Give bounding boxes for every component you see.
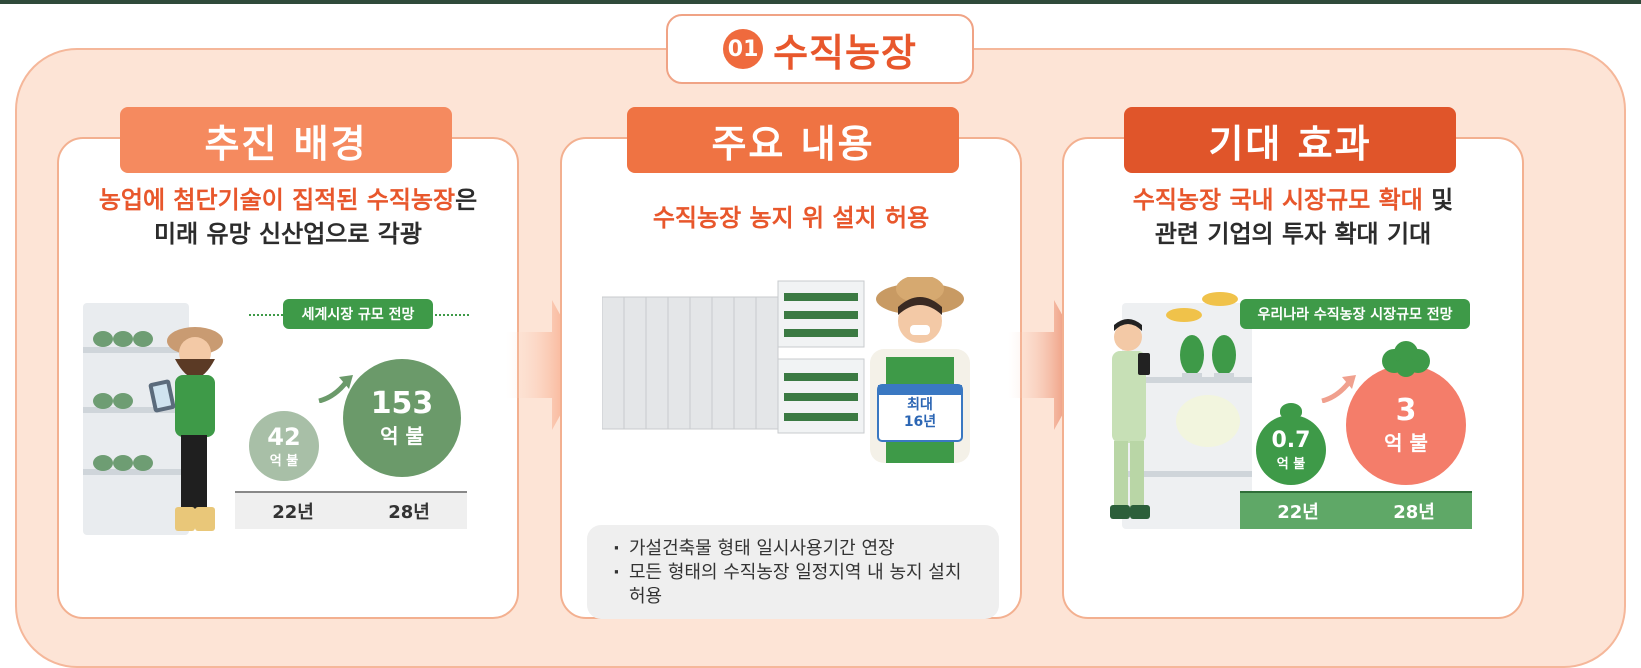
top-strip — [0, 0, 1641, 4]
background-year-bar: 22년 28년 — [235, 491, 467, 529]
background-headline-suffix: 은 — [455, 186, 478, 214]
growth-arrow-icon — [1321, 375, 1356, 403]
background-headline-highlight: 농업에 첨단기술이 집적된 수직농장 — [98, 186, 456, 214]
content-headline: 수직농장 농지 위 설치 허용 — [652, 204, 930, 232]
effect-headline-line2: 관련 기업의 투자 확대 기대 — [1154, 220, 1432, 248]
effect-year-bar: 22년 28년 — [1240, 491, 1472, 529]
background-headline-line2: 미래 유망 신산업으로 각광 — [154, 220, 422, 248]
sign-line1: 최대 — [907, 397, 933, 413]
bullet-item: 모든 형태의 수직농장 일정지역 내 농지 설치 허용 — [613, 561, 979, 609]
title-number-badge: 01 — [723, 29, 764, 69]
value-large: 153 — [370, 385, 434, 421]
year-22: 22년 — [272, 502, 314, 523]
chart1-dots-left — [249, 314, 283, 316]
card-effect: 수직농장 국내 시장규모 확대 및 관련 기업의 투자 확대 기대 우리나라 수… — [1062, 137, 1524, 619]
container-farm-illustration — [602, 277, 970, 463]
effect-label: 기대 효과 — [1124, 107, 1456, 173]
card-background: 농업에 첨단기술이 집적된 수직농장은 미래 유망 신산업으로 각광 세계시장 … — [57, 137, 519, 619]
value-small: 0.7 — [1271, 427, 1311, 453]
effect-headline-highlight: 수직농장 국내 시장규모 확대 — [1132, 186, 1423, 214]
sign-line2: 16년 — [903, 414, 937, 430]
bubble-3: 3 억 불 — [1346, 365, 1466, 485]
unit-small: 억 불 — [1276, 456, 1306, 472]
card-content: 수직농장 농지 위 설치 허용 최대 16년 가설건축물 형태 일시사용기간 연… — [560, 137, 1022, 619]
bubble-42: 42 억 불 — [249, 411, 319, 481]
effect-chart-title: 우리나라 수직농장 시장규모 전망 — [1240, 299, 1470, 329]
year-28: 28년 — [388, 502, 430, 523]
section-title: 01 수직농장 — [666, 14, 974, 84]
unit-large: 억 불 — [380, 423, 424, 448]
bubble-153: 153 억 불 — [343, 359, 461, 477]
background-headline: 농업에 첨단기술이 집적된 수직농장은 미래 유망 신산업으로 각광 — [59, 183, 517, 251]
investor-coins-illustration — [1110, 292, 1252, 529]
farmer-tablet-illustration — [83, 303, 223, 535]
bubble-0-7: 0.7 억 불 — [1256, 415, 1326, 485]
max-16-years-sign: 최대 16년 — [878, 397, 962, 431]
unit-large: 억 불 — [1384, 430, 1428, 455]
chart1-dots-right — [435, 314, 469, 316]
year-22: 22년 — [1277, 502, 1319, 523]
background-label: 추진 배경 — [120, 107, 452, 173]
value-large: 3 — [1395, 392, 1417, 428]
background-chart-title: 세계시장 규모 전망 — [283, 299, 433, 329]
content-bullets: 가설건축물 형태 일시사용기간 연장 모든 형태의 수직농장 일정지역 내 농지… — [587, 525, 999, 619]
unit-small: 억 불 — [269, 453, 299, 469]
bullet-item: 가설건축물 형태 일시사용기간 연장 — [613, 537, 979, 561]
growth-arrow-icon — [318, 375, 353, 403]
effect-headline-suffix: 및 — [1422, 186, 1454, 214]
year-28: 28년 — [1393, 502, 1435, 523]
sprout-small-icon — [1280, 403, 1302, 419]
title-text: 수직농장 — [773, 30, 917, 75]
effect-headline: 수직농장 국내 시장규모 확대 및 관련 기업의 투자 확대 기대 — [1064, 183, 1522, 251]
content-label: 주요 내용 — [627, 107, 959, 173]
value-small: 42 — [267, 422, 301, 451]
leaf-top-icon — [1382, 341, 1430, 377]
